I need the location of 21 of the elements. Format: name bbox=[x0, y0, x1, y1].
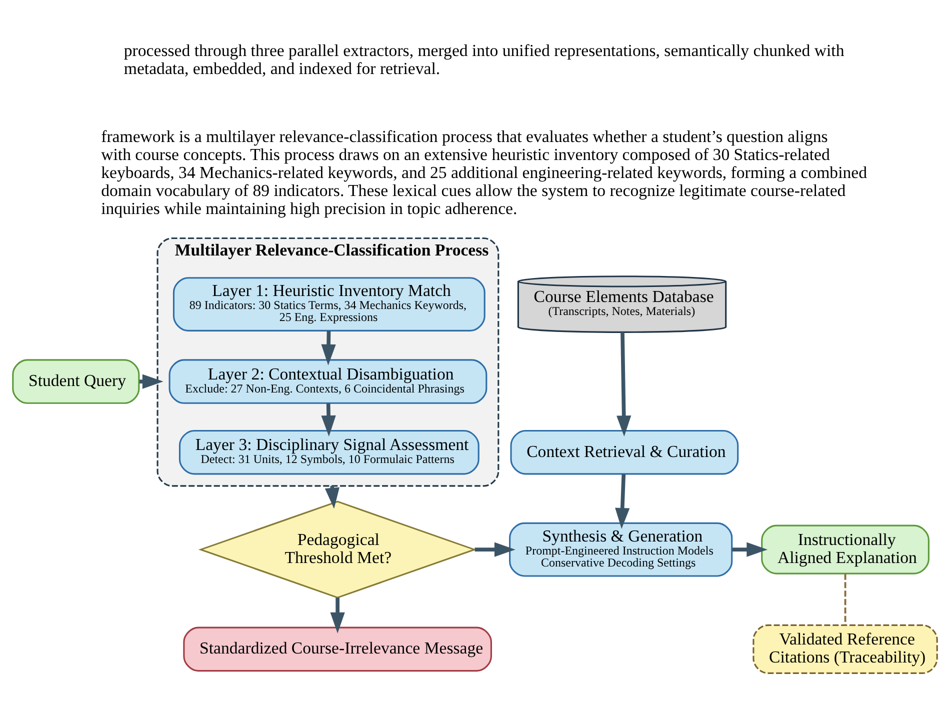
arrow bbox=[474, 542, 516, 557]
arrow bbox=[321, 403, 336, 436]
label: processed through three parallel extractors, merged into unified representations, semantically chunked with metadata, embedded, and indexed for retrieval. bbox=[124, 41, 844, 78]
arrow bbox=[321, 330, 336, 366]
node-box: Layer 1: Heuristic Inventory Match 89 Indicators: 30 Statics Terms, 34 Mechanics Keywords, 25 Eng. Expressions bbox=[172, 277, 486, 332]
connector bbox=[844, 574, 846, 626]
node-box: Synthesis & Generation Prompt-Engineered Instruction Models Conservative Decoding Settings bbox=[509, 522, 733, 577]
arrow bbox=[330, 598, 345, 634]
node-diamond: Pedagogical Threshold Met? bbox=[198, 500, 477, 598]
arrow bbox=[139, 374, 164, 389]
node-box: Context Retrieval & Curation bbox=[510, 430, 739, 475]
arrow bbox=[616, 332, 632, 437]
label: framework is a multilayer relevance-classification process that evaluates whether a student’s question aligns with course concepts. This process draws on an extensive heuristic inventory composed of 30 Statics-related keyboards, 34 Mechanics-related keywords, and 25 additional engineering-related keywords, forming a combined domain vocabulary of 89 indicators. These lexical cues allow the system to recognize legitimate course-related inquiries while maintaining high precision in topic adherence. bbox=[101, 126, 867, 218]
arrow bbox=[615, 474, 630, 529]
arrow bbox=[732, 542, 768, 557]
node-box: Layer 3: Disciplinary Signal Assessment Detect: 31 Units, 12 Symbols, 10 Formulaic Patterns bbox=[178, 430, 480, 475]
node-box: Instructionally Aligned Explanation bbox=[761, 524, 930, 574]
node-box: Student Query bbox=[12, 359, 140, 404]
node-box: Validated Reference Citations (Traceability) bbox=[752, 624, 938, 674]
node-box: Layer 2: Contextual Disambiguation Exclude: 27 Non-Eng. Contexts, 6 Coincidental Phrasings bbox=[168, 359, 488, 404]
node-box: Standardized Course-Irrelevance Message bbox=[183, 626, 492, 672]
